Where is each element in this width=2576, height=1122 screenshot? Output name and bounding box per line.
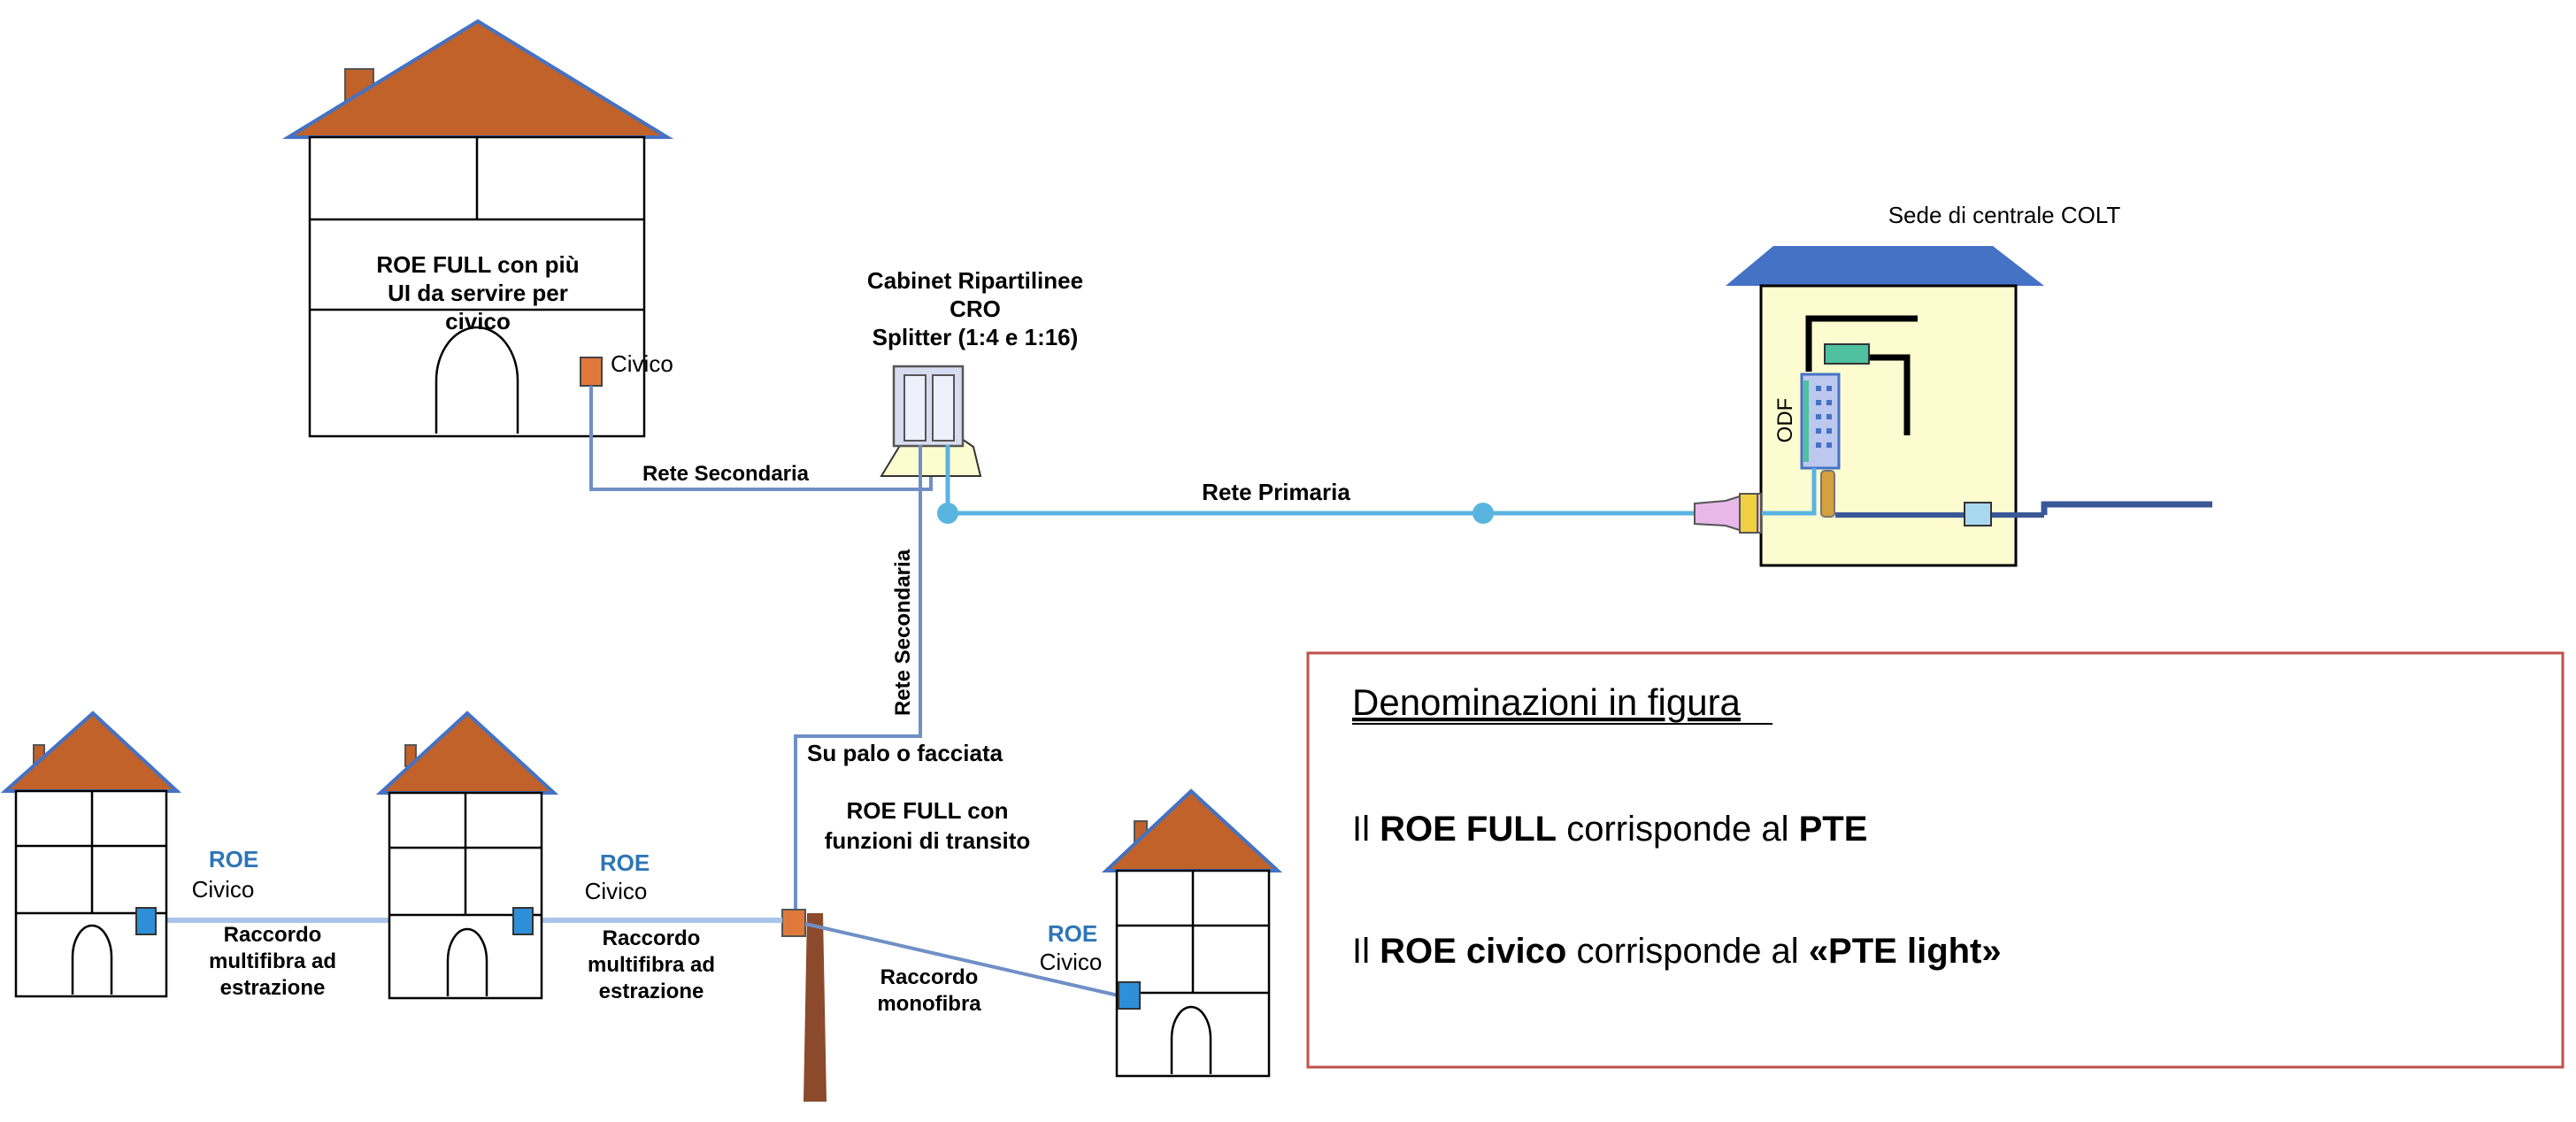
pole-post — [804, 913, 827, 1102]
central-title: Sede di centrale COLT — [1888, 202, 2121, 228]
roe-full-label-2: UI da servire per — [388, 280, 568, 306]
civico-label-3: Civico — [1040, 949, 1103, 975]
primary-junction-2 — [1473, 503, 1494, 524]
primary-network-label: Rete Primaria — [1202, 479, 1350, 505]
pole-label-2: ROE FULL con — [847, 797, 1009, 824]
multifibre-label-1c: estrazione — [220, 976, 326, 1000]
roe-label-3: ROE — [1048, 920, 1097, 947]
cabinet-label-2: CRO — [950, 296, 1001, 322]
odf-splice — [1820, 470, 1835, 518]
legend-box: Denominazioni in figura Il ROE FULL corr… — [1306, 651, 2564, 1069]
multifibre-label-2a: Raccordo — [603, 926, 701, 950]
central-office: Sede di centrale COLT ODF — [1694, 202, 2212, 567]
civico-label: Civico — [611, 350, 673, 377]
monofibre-line — [804, 922, 1123, 998]
secondary-network-line-vertical — [794, 445, 922, 913]
multifibre-label-2c: estrazione — [599, 980, 704, 1003]
roe-full-label-3: civico — [445, 308, 511, 334]
roe-full-box — [580, 357, 603, 387]
legend-heading: Denominazioni in figura — [1352, 681, 1742, 723]
house-3: ROE Civico — [1040, 788, 1283, 1078]
roe-label-2: ROE — [600, 849, 650, 876]
roe-civico-box-3 — [1118, 981, 1141, 1010]
roe-civico-box-2 — [512, 907, 534, 935]
cabinet-label-1: Cabinet Ripartilinee — [867, 267, 1083, 294]
civico-label-2: Civico — [585, 878, 648, 904]
pole-roe-full-box — [781, 909, 806, 937]
legend-line-2: Il ROE civico corrisponde al «PTE light» — [1352, 932, 2002, 971]
multifibre-label-1a: Raccordo — [224, 923, 322, 947]
roe-civico-box-1 — [135, 907, 157, 935]
secondary-network-label: Rete Secondaria — [642, 462, 810, 486]
odf-connector — [1824, 343, 1870, 365]
pole-label-1: Su palo o facciata — [807, 740, 1003, 766]
house-1: ROE Civico — [0, 711, 258, 998]
top-house: ROE FULL con più UI da servire per civic… — [281, 19, 674, 438]
monofibre-label-a: Raccordo — [880, 965, 979, 989]
pole-label-3: funzioni di transito — [825, 827, 1031, 854]
door — [434, 326, 519, 434]
legend-line-1: Il ROE FULL corrisponde al PTE — [1352, 810, 1867, 849]
legend-frame — [1306, 651, 2564, 1069]
backbone-connector — [1964, 502, 1992, 526]
backbone-line — [2041, 501, 2212, 515]
roe-label-1: ROE — [209, 846, 258, 872]
multifibre-label-2b: multifibra ad — [588, 953, 715, 977]
cabinet-label-3: Splitter (1:4 e 1:16) — [873, 324, 1079, 350]
house-2: ROE Civico — [375, 711, 650, 1000]
central-roof — [1726, 246, 2044, 286]
pole: Su palo o facciata ROE FULL con funzioni… — [781, 740, 1031, 1102]
roe-full-label-1: ROE FULL con più — [376, 251, 579, 278]
secondary-network-label-vertical: Rete Secondaria — [891, 549, 915, 716]
odf-label: ODF — [1773, 398, 1797, 443]
monofibre-label-b: monofibra — [877, 992, 981, 1016]
multifibre-label-1b: multifibra ad — [209, 949, 336, 973]
cabinet-cro: Cabinet Ripartilinee CRO Splitter (1:4 e… — [867, 267, 1083, 477]
primary-junction-1 — [937, 503, 958, 524]
civico-label-1: Civico — [192, 876, 255, 903]
